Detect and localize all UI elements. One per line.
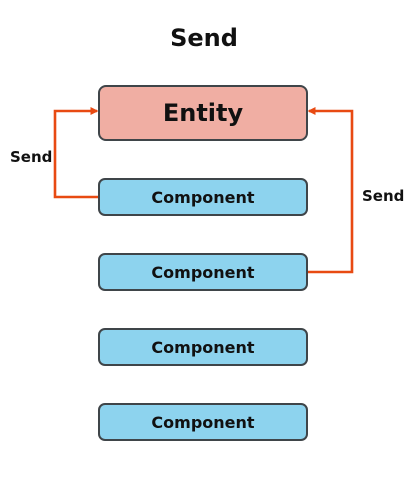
entity-box: Entity [98,85,308,141]
component-box-4: Component [98,403,308,441]
component-label: Component [151,262,255,282]
entity-label: Entity [162,99,244,127]
diagram-title: Send [170,24,238,52]
component-box-2: Component [98,253,308,291]
send-label-left: Send [10,148,53,166]
send-arrow-right [307,107,354,274]
component-box-3: Component [98,328,308,366]
component-box-1: Component [98,178,308,216]
component-label: Component [151,412,255,432]
send-label-right: Send [362,187,405,205]
send-arrow-left [53,107,99,199]
component-label: Component [151,187,255,207]
component-label: Component [151,337,255,357]
